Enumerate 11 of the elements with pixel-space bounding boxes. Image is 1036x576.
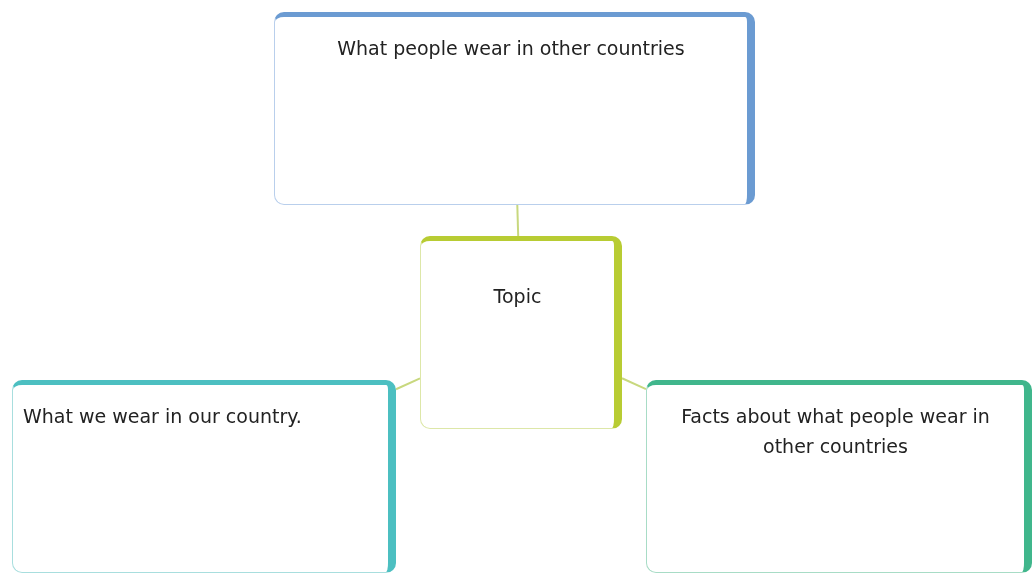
box-text: Facts about what people wear in other countries bbox=[680, 404, 991, 460]
connector-line bbox=[621, 377, 647, 391]
text-box bbox=[274, 12, 755, 205]
box-text: Topic bbox=[492, 284, 543, 309]
connector-line bbox=[395, 377, 421, 391]
text-box bbox=[420, 236, 622, 429]
text-box bbox=[646, 380, 1032, 573]
box-text: What people wear in other countries bbox=[336, 36, 686, 61]
text-box bbox=[12, 380, 396, 573]
box-text: What we wear in our country. bbox=[23, 404, 303, 429]
connector-line bbox=[516, 204, 520, 237]
